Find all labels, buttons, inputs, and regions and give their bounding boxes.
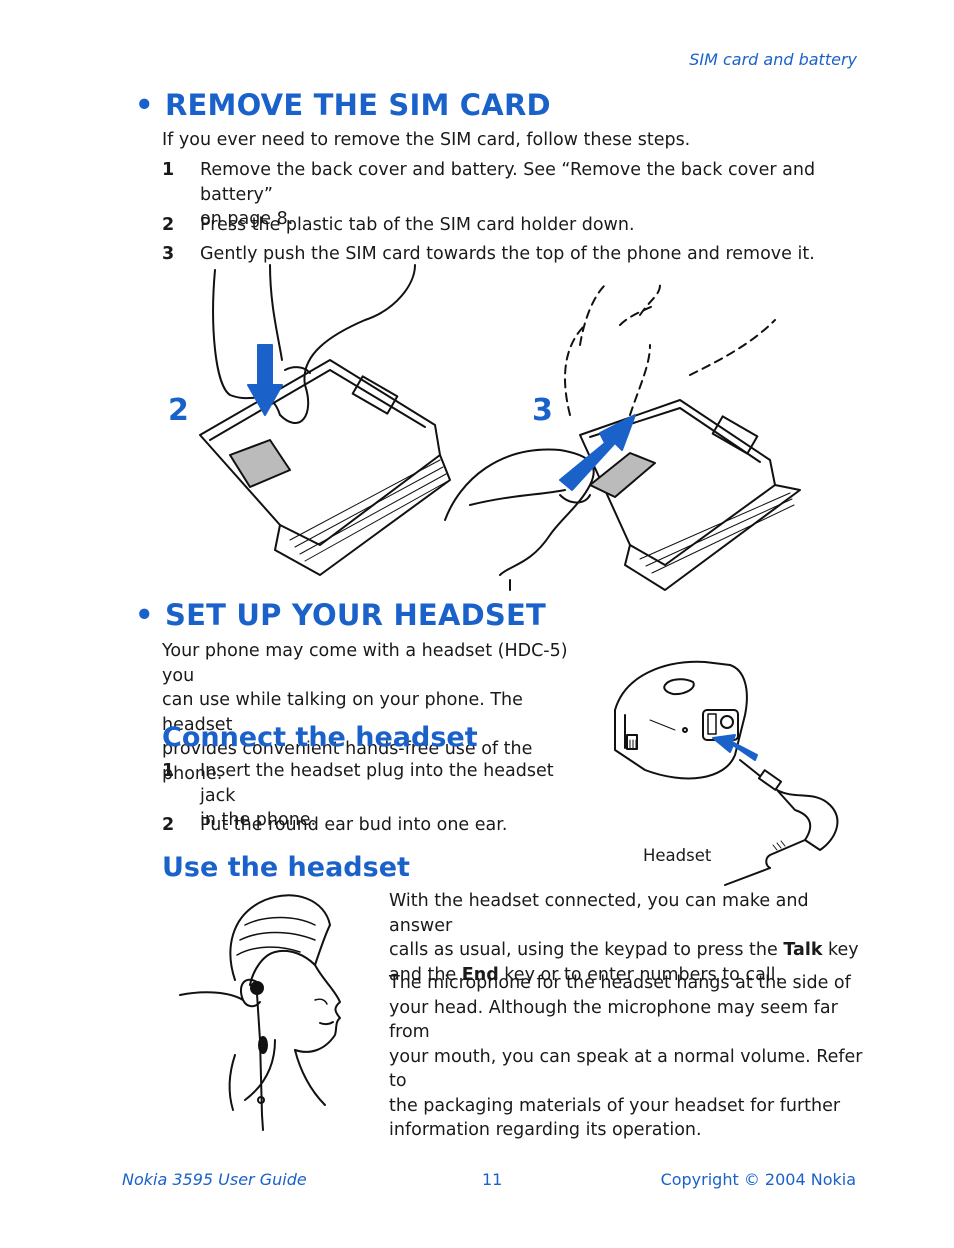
remove-sim-intro: If you ever need to remove the SIM card,… bbox=[162, 130, 691, 150]
remove-sim-title: REMOVE THE SIM CARD bbox=[165, 88, 551, 122]
footer-guide-title: Nokia 3595 User Guide bbox=[122, 1170, 307, 1189]
para-text: and the bbox=[389, 964, 462, 985]
use-headset-title: Use the headset bbox=[162, 852, 410, 883]
step-text-line: on page 8. bbox=[200, 209, 294, 229]
intro-line: provides convenient hands-free use of th… bbox=[162, 739, 533, 784]
end-key-label: End bbox=[461, 964, 499, 985]
footer-copyright: Copyright © 2004 Nokia bbox=[660, 1170, 856, 1189]
person-headset-illustration bbox=[179, 894, 341, 1131]
step-number: 2 bbox=[162, 215, 175, 235]
headset-intro: Your phone may come with a headset (HDC-… bbox=[162, 639, 592, 786]
para-text: key bbox=[822, 940, 859, 960]
para-line: The microphone for the headset hangs at … bbox=[389, 973, 851, 993]
remove-step-1: 1 Remove the back cover and battery. See… bbox=[162, 158, 882, 229]
remove-step-2: 2 Press the plastic tab of the SIM card … bbox=[162, 213, 882, 238]
use-para-2: The microphone for the headset hangs at … bbox=[389, 971, 869, 1143]
intro-line: Your phone may come with a headset (HDC-… bbox=[162, 641, 568, 686]
figure-label-3: 3 bbox=[532, 393, 553, 428]
step-text: Put the round ear bud into one ear. bbox=[200, 815, 508, 835]
step-text: Insert the headset plug into the headset… bbox=[200, 759, 592, 833]
figure-label-2: 2 bbox=[168, 393, 189, 428]
sim-removal-illustration: 2 3 bbox=[168, 264, 801, 591]
step-number: 2 bbox=[162, 815, 175, 835]
para-line: the packaging materials of your headset … bbox=[389, 1095, 841, 1116]
remove-step-3: 3 Gently push the SIM card towards the t… bbox=[162, 242, 882, 267]
step-text-line: in the phone. bbox=[200, 810, 317, 830]
para-text: key or to enter numbers to call. bbox=[498, 964, 782, 985]
step-number: 1 bbox=[162, 160, 175, 180]
talk-key-label: Talk bbox=[783, 940, 823, 960]
connect-step-1: 1 Insert the headset plug into the heads… bbox=[162, 759, 592, 830]
section-header: SIM card and battery bbox=[689, 50, 857, 69]
para-line: information regarding its operation. bbox=[389, 1120, 702, 1140]
para-line: and the End key or to enter numbers to c… bbox=[389, 963, 869, 988]
intro-line: can use while talking on your phone. The… bbox=[162, 690, 523, 735]
step-number: 1 bbox=[162, 761, 175, 781]
heading-bullet: • bbox=[135, 88, 154, 122]
step-text: Remove the back cover and battery. See “… bbox=[200, 158, 890, 232]
remove-sim-heading: • REMOVE THE SIM CARD bbox=[135, 88, 551, 122]
headset-caption: Headset bbox=[643, 846, 712, 865]
para-line: With the headset connected, you can make… bbox=[389, 891, 809, 936]
para-text: calls as usual, using the keypad to pres… bbox=[389, 940, 784, 960]
headset-plug-illustration bbox=[614, 660, 839, 886]
para-line: calls as usual, using the keypad to pres… bbox=[389, 938, 869, 963]
para-line: your mouth, you can speak at a normal vo… bbox=[389, 1046, 863, 1092]
heading-bullet: • bbox=[135, 598, 154, 632]
step-number: 3 bbox=[162, 244, 175, 264]
headset-title: SET UP YOUR HEADSET bbox=[165, 598, 546, 632]
connect-step-2: 2 Put the round ear bud into one ear. bbox=[162, 813, 592, 838]
headset-heading: • SET UP YOUR HEADSET bbox=[135, 598, 546, 632]
para-line: your head. Although the microphone may s… bbox=[389, 997, 838, 1043]
step-text-line: Insert the headset plug into the headset… bbox=[200, 761, 554, 806]
step-text-line: Remove the back cover and battery. See “… bbox=[200, 160, 816, 205]
step-text: Gently push the SIM card towards the top… bbox=[200, 244, 815, 264]
step-text: Press the plastic tab of the SIM card ho… bbox=[200, 215, 635, 235]
connect-headset-title: Connect the headset bbox=[162, 722, 478, 753]
use-para-1: With the headset connected, you can make… bbox=[389, 889, 869, 987]
footer-page-number: 11 bbox=[482, 1170, 503, 1189]
